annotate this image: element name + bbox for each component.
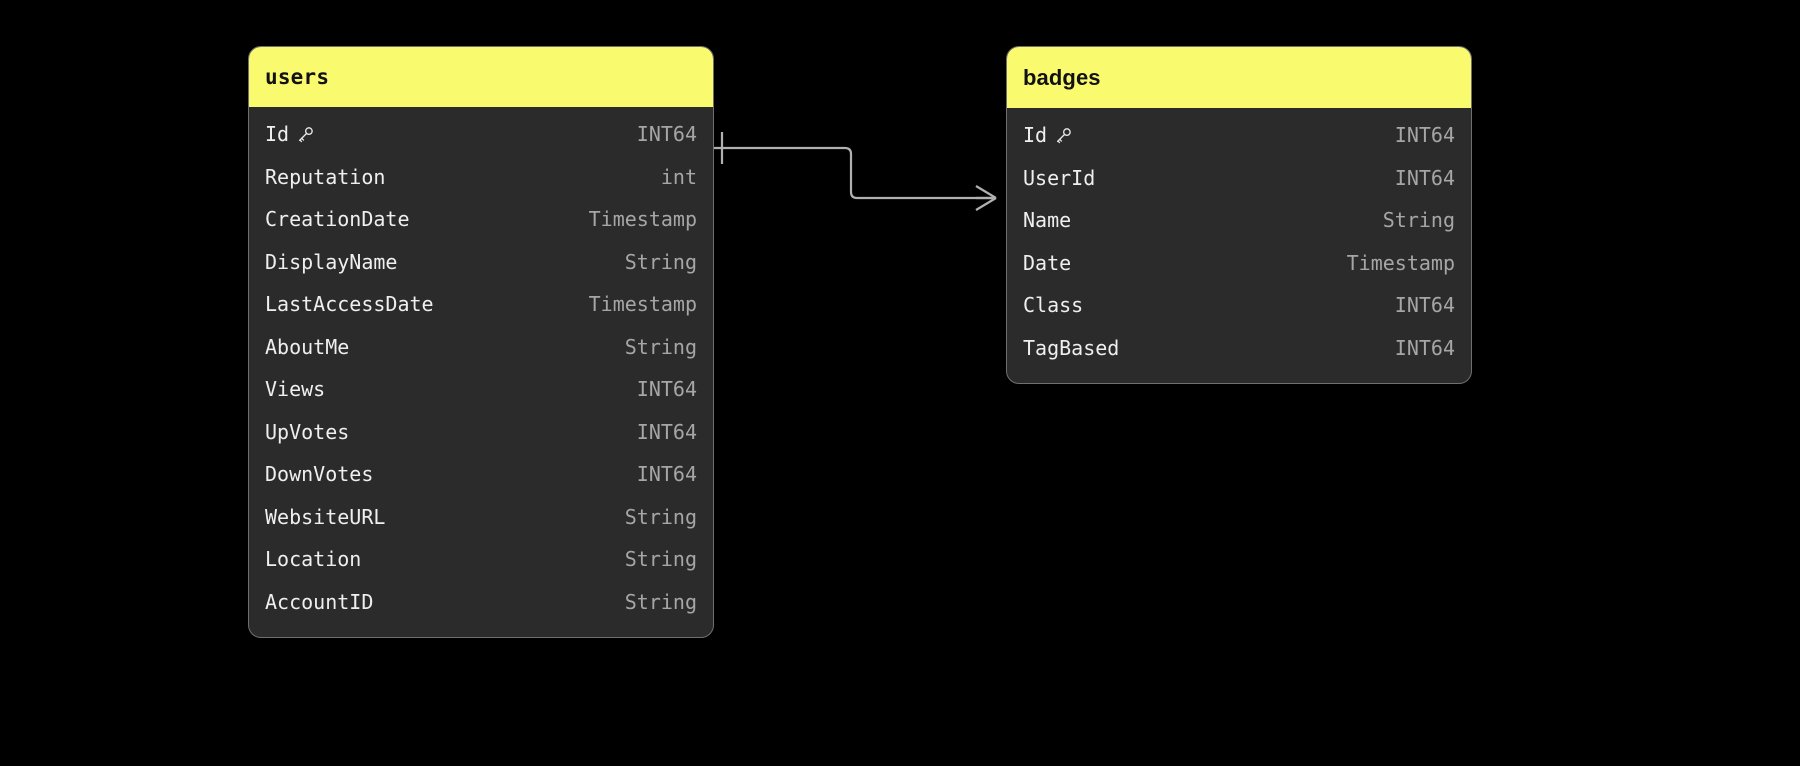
field-name-group: UserId: [1023, 168, 1095, 188]
field-name: Class: [1023, 293, 1084, 318]
field-type: int: [660, 164, 697, 189]
field-type: INT64: [636, 122, 697, 147]
field-row[interactable]: LastAccessDate Timestamp: [249, 283, 713, 326]
field-name-group: Id: [265, 124, 315, 144]
field-row[interactable]: TagBased INT64: [1007, 327, 1471, 370]
field-type: String: [624, 547, 697, 572]
field-name: Reputation: [265, 164, 386, 189]
field-name: Location: [265, 547, 362, 572]
field-name: UserId: [1023, 165, 1096, 190]
field-name-group: DownVotes: [265, 464, 373, 484]
field-name-group: Date: [1023, 253, 1071, 273]
field-row[interactable]: Id INT64: [1007, 114, 1471, 157]
field-type: String: [624, 504, 697, 529]
entity-title-users: users: [249, 47, 713, 107]
field-name: DisplayName: [265, 249, 398, 274]
field-row[interactable]: Name String: [1007, 199, 1471, 242]
primary-key-icon: [296, 125, 315, 144]
field-name: DownVotes: [265, 462, 374, 487]
relationship-line-users-badges: [714, 146, 996, 200]
field-type: Timestamp: [588, 292, 697, 317]
field-name-group: Name: [1023, 210, 1071, 230]
field-name: Name: [1023, 208, 1072, 233]
field-row[interactable]: UserId INT64: [1007, 157, 1471, 200]
field-row[interactable]: Views INT64: [249, 368, 713, 411]
field-type: INT64: [636, 462, 697, 487]
field-type: String: [624, 334, 697, 359]
field-row[interactable]: Class INT64: [1007, 284, 1471, 327]
field-name: LastAccessDate: [265, 292, 434, 317]
field-name: Id: [1023, 123, 1048, 148]
field-row[interactable]: UpVotes INT64: [249, 411, 713, 454]
field-row[interactable]: Date Timestamp: [1007, 242, 1471, 285]
field-type: Timestamp: [588, 207, 697, 232]
entity-title-badges: badges: [1007, 47, 1471, 108]
field-row[interactable]: DownVotes INT64: [249, 453, 713, 496]
field-name-group: DisplayName: [265, 252, 397, 272]
field-name: AboutMe: [265, 334, 350, 359]
field-name-group: Reputation: [265, 167, 385, 187]
field-type: INT64: [1394, 293, 1455, 318]
field-row[interactable]: Id INT64: [249, 113, 713, 156]
field-name-group: AboutMe: [265, 337, 349, 357]
field-type: String: [624, 249, 697, 274]
field-name-group: Views: [265, 379, 325, 399]
field-name-group: LastAccessDate: [265, 294, 434, 314]
field-name: Date: [1023, 250, 1072, 275]
field-type: INT64: [1394, 123, 1455, 148]
field-row[interactable]: Reputation int: [249, 156, 713, 199]
field-name: UpVotes: [265, 419, 350, 444]
field-name-group: AccountID: [265, 592, 373, 612]
field-name: TagBased: [1023, 335, 1120, 360]
field-name-group: WebsiteURL: [265, 507, 385, 527]
field-name: CreationDate: [265, 207, 410, 232]
field-name-group: CreationDate: [265, 209, 410, 229]
field-type: INT64: [636, 419, 697, 444]
field-name: Views: [265, 377, 326, 402]
primary-key-icon: [1054, 126, 1073, 145]
field-type: INT64: [1394, 335, 1455, 360]
field-name: AccountID: [265, 589, 374, 614]
field-type: String: [1382, 208, 1455, 233]
field-name-group: Location: [265, 549, 361, 569]
field-row[interactable]: CreationDate Timestamp: [249, 198, 713, 241]
field-row[interactable]: WebsiteURL String: [249, 496, 713, 539]
field-name-group: TagBased: [1023, 338, 1119, 358]
field-name: WebsiteURL: [265, 504, 386, 529]
field-row[interactable]: AboutMe String: [249, 326, 713, 369]
field-type: INT64: [1394, 165, 1455, 190]
field-row[interactable]: Location String: [249, 538, 713, 581]
field-row[interactable]: DisplayName String: [249, 241, 713, 284]
field-name: Id: [265, 122, 290, 147]
field-row[interactable]: AccountID String: [249, 581, 713, 624]
field-type: String: [624, 589, 697, 614]
field-name-group: UpVotes: [265, 422, 349, 442]
field-type: Timestamp: [1346, 250, 1455, 275]
field-type: INT64: [636, 377, 697, 402]
cardinality-many-marker: [975, 185, 997, 211]
field-name-group: Id: [1023, 125, 1073, 145]
field-name-group: Class: [1023, 295, 1083, 315]
